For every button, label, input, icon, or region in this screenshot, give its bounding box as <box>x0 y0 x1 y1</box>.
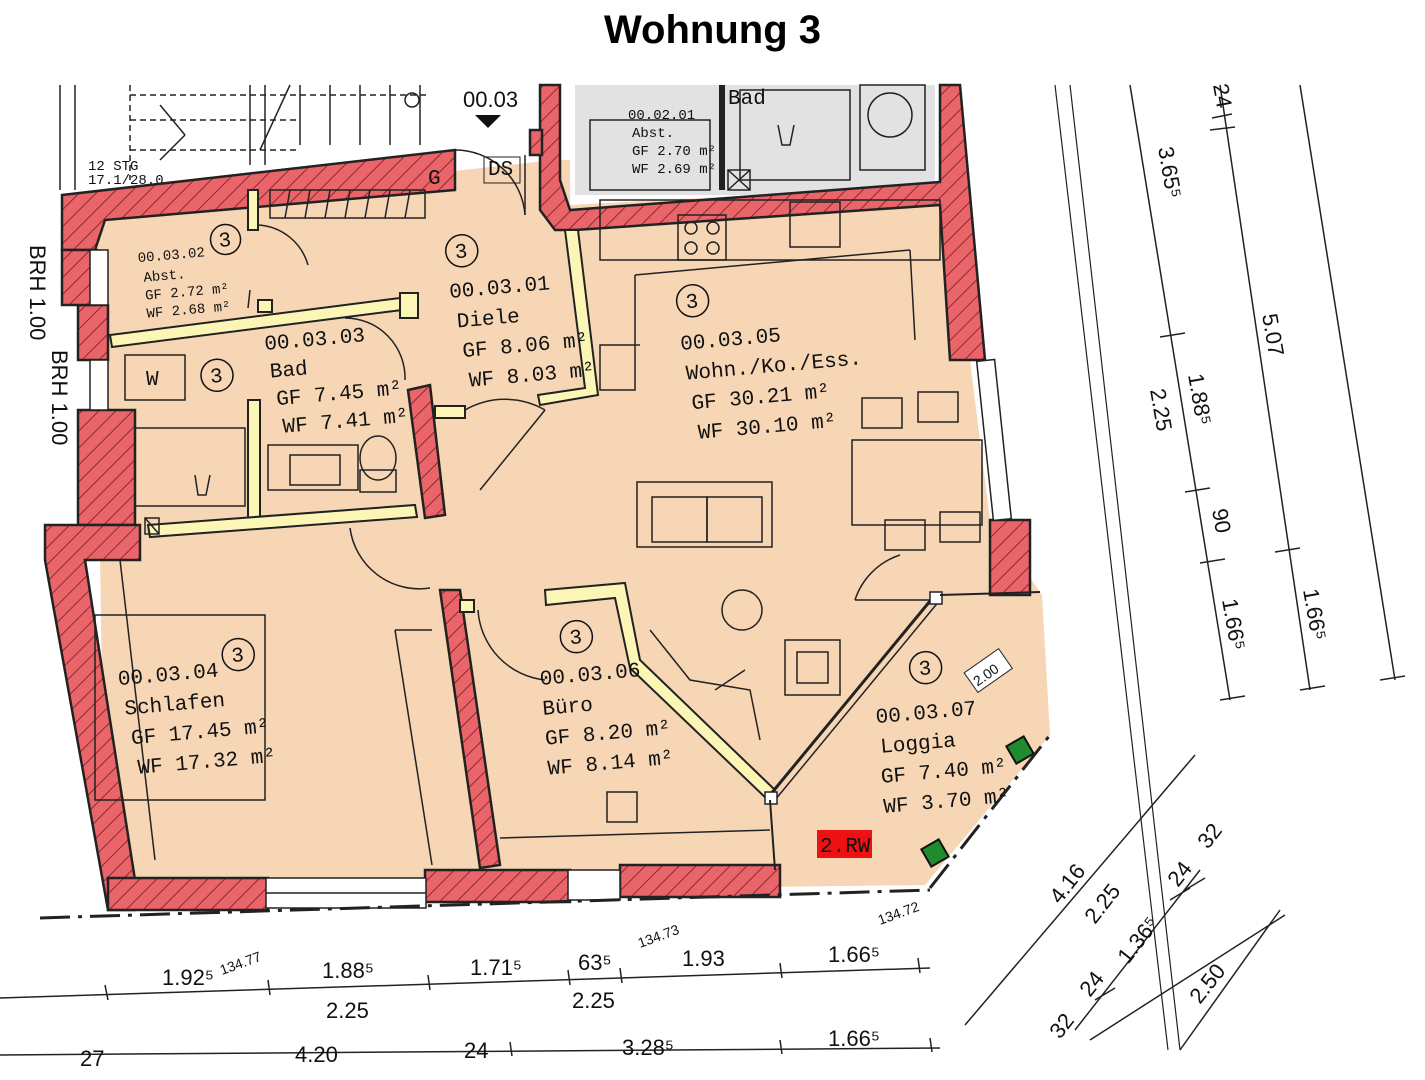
windows <box>39 84 1181 1051</box>
dim-label: 24 <box>464 1038 488 1063</box>
brh-label-1: BRH 1.00 <box>25 245 50 340</box>
dim-label: 2.50 <box>1184 959 1230 1008</box>
dim-label: 90 <box>1207 507 1236 535</box>
washer-marker: W <box>146 369 159 392</box>
plan-title: Wohnung 3 <box>604 8 821 52</box>
dim-label: 1.36⁵ <box>1112 912 1164 968</box>
unit-badge: 3 <box>918 658 933 682</box>
room-name: Diele <box>456 306 521 334</box>
unit-badge: 3 <box>230 645 245 669</box>
dim-label: 1.92⁵ <box>162 965 214 990</box>
entrance-arrow-icon <box>475 115 501 128</box>
dim-label: 24 <box>1074 966 1109 1001</box>
dim-label: 24 <box>1208 82 1237 110</box>
dim-label: 1.66⁵ <box>828 942 880 967</box>
level-label: 134.77 <box>218 948 264 978</box>
dim-label: 1.88⁵ <box>322 958 374 983</box>
unit-badge: 3 <box>685 291 700 315</box>
unit-badge: 3 <box>569 627 584 651</box>
dim-label: 4.16 <box>1044 859 1090 908</box>
room-name: Bad <box>269 358 309 384</box>
dim-label: 1.93 <box>682 946 725 971</box>
neighbour-room-wf: WF 2.69 m² <box>632 162 716 178</box>
neighbour-room-gf: GF 2.70 m² <box>632 144 716 160</box>
neighbour-room-number: 00.02.01 <box>628 108 695 124</box>
staircase: 12 STG 17.1/28.0 00.03 <box>59 84 518 190</box>
dim-label: 1.66⁵ <box>828 1026 880 1051</box>
dim-label: 63⁵ <box>578 950 612 975</box>
dim-label: 32 <box>1044 1008 1079 1043</box>
neighbour-unit: 00.02.01 Abst. GF 2.70 m² WF 2.69 m² Bad <box>575 84 935 195</box>
dim-label: 5.07 <box>1257 312 1289 359</box>
dim-label: 1.66⁵ <box>1298 587 1332 643</box>
level-label: 134.72 <box>876 898 922 928</box>
dim-label: 32 <box>1192 818 1227 853</box>
stair-steps-note: 12 STG <box>88 159 138 175</box>
markers: W DS G 2.RW 2.00 BRH 1.00 BRH 1.00 <box>25 156 1014 859</box>
dimensions-right <box>1129 84 1406 701</box>
room-labels: 00.03.02 Abst. GF 2.72 m² WF 2.68 m² 3 3… <box>117 223 1010 820</box>
neighbour-room-name: Abst. <box>632 126 674 142</box>
dim-label: 27 <box>80 1046 104 1071</box>
unit-badge: 3 <box>454 241 469 265</box>
dim-label: 3.28⁵ <box>622 1035 674 1060</box>
room-name: Büro <box>542 695 594 722</box>
dim-label: 2.25 <box>572 988 615 1013</box>
level-label: 134.73 <box>636 921 682 951</box>
stair-label: 00.03 <box>463 87 518 112</box>
interior-walls <box>108 189 1041 871</box>
fixtures <box>94 189 1036 869</box>
unit-badge: 3 <box>218 230 233 254</box>
dim-label: 4.20 <box>295 1042 338 1067</box>
ds-marker: DS <box>488 159 513 182</box>
room-label-abst: 00.03.02 Abst. GF 2.72 m² WF 2.68 m² 3 <box>137 223 242 323</box>
dimension-labels-right: 24 3.65⁵ 2.25 1.88⁵ 90 1.66⁵ 5.07 1.66⁵ <box>1145 82 1332 653</box>
g-marker: G <box>428 168 441 191</box>
neighbour-bad-label: Bad <box>728 88 766 111</box>
floor-drain-icon <box>919 837 951 869</box>
room-number: 00.03.02 <box>137 245 205 267</box>
rw-label: 2.RW <box>820 836 871 859</box>
room-gf: GF 2.72 m² <box>145 281 230 304</box>
room-name: Abst. <box>143 267 186 287</box>
dim-label: 1.71⁵ <box>470 955 522 980</box>
unit-badge: 3 <box>209 366 224 390</box>
rw-badge <box>817 830 872 858</box>
dim-label: 2.25 <box>1145 387 1177 434</box>
dim-label: 1.88⁵ <box>1183 372 1217 428</box>
dim-label: 2.25 <box>1079 879 1125 928</box>
dim-label: 2.25 <box>326 998 369 1023</box>
dimensions-diagonal <box>964 754 1286 1051</box>
brh-label-2: BRH 1.00 <box>47 350 72 445</box>
dim-label: 3.65⁵ <box>1153 145 1187 201</box>
dimension-labels-bottom: 1.92⁵ 1.88⁵ 1.71⁵ 63⁵ 1.93 1.66⁵ 2.25 2.… <box>80 898 921 1071</box>
dimensions-bottom <box>0 957 941 1057</box>
doors <box>247 149 930 681</box>
floor-drain-icon <box>1004 734 1036 766</box>
dim-label: 1.66⁵ <box>1217 597 1251 653</box>
room-wf: WF 2.68 m² <box>146 299 231 322</box>
